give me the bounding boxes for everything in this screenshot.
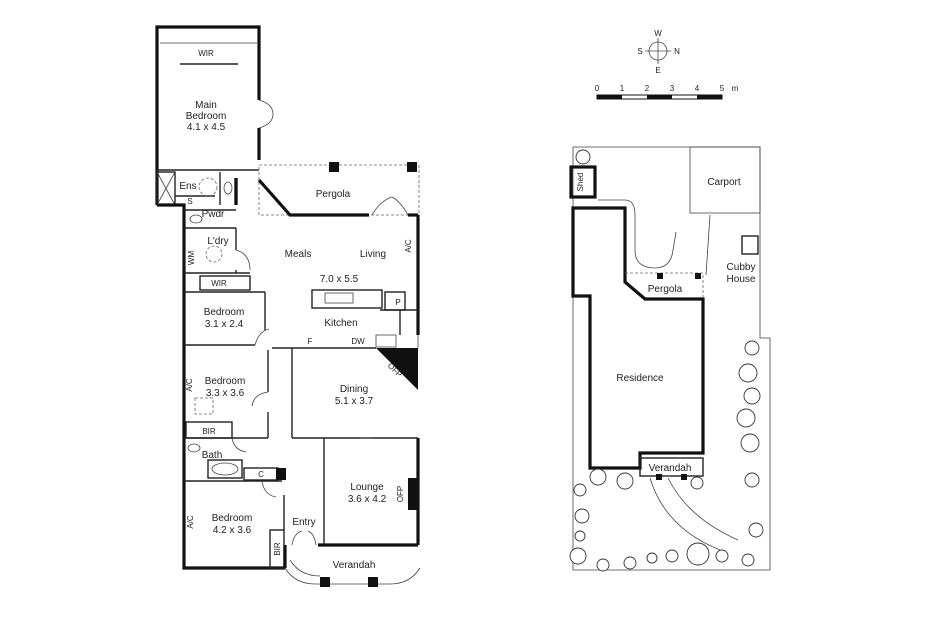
lounge-label: Lounge: [350, 482, 384, 493]
tree-icon: [686, 542, 710, 566]
tree-icon: [574, 508, 590, 524]
scale-tick: 5: [720, 84, 725, 93]
scale-bar: 0 1 2 3 4 5 m: [595, 84, 739, 100]
tree-icon: [741, 553, 755, 567]
pergola-post: [695, 273, 701, 279]
tree-icon: [743, 387, 761, 405]
floor-plan-labels: WIR Main Bedroom 4.1 x 4.5 Ens S Pwdr L'…: [179, 49, 413, 571]
pergola-label: Pergola: [316, 189, 351, 200]
bedroom-2-dims: 3.1 x 2.4: [205, 319, 244, 330]
pergola-post: [407, 162, 417, 172]
tree-icon: [575, 149, 591, 165]
dishwasher-label: DW: [351, 337, 365, 346]
tree-icon: [569, 547, 587, 565]
kitchen-label: Kitchen: [324, 318, 357, 329]
tree-icon: [744, 472, 760, 488]
shed: [569, 165, 597, 199]
main-bedroom-dims: 4.1 x 4.5: [187, 122, 226, 133]
tree-icon: [748, 522, 764, 538]
washing-machine-label: WM: [187, 251, 196, 266]
site-verandah-label: Verandah: [649, 463, 692, 474]
compass-icon: W N S E: [637, 29, 680, 75]
bir-bottom-label: BIR: [273, 542, 282, 556]
tree-icon: [623, 556, 637, 570]
tree-icon: [744, 340, 760, 356]
dining-label: Dining: [340, 384, 368, 395]
bath-label: Bath: [202, 450, 223, 461]
bedroom-2-label: Bedroom: [204, 307, 245, 318]
carport-label: Carport: [707, 177, 741, 188]
verandah-post: [368, 577, 378, 587]
scale-unit: m: [732, 84, 739, 93]
bedroom-4-label: Bedroom: [212, 513, 253, 524]
meals-label: Meals: [285, 249, 312, 260]
scale-tick: 3: [670, 84, 675, 93]
tree-icon: [738, 363, 758, 383]
entry-label: Entry: [292, 517, 315, 528]
pantry-label: P: [395, 298, 400, 307]
compass-w: W: [654, 29, 662, 38]
compass-e: E: [655, 66, 660, 75]
wir-mid-label: WIR: [211, 279, 227, 288]
pergola-post: [329, 162, 339, 172]
ofp-lounge-label: OFP: [396, 486, 405, 502]
cubby-label: Cubby: [727, 262, 756, 273]
main-bedroom-label: Main: [195, 100, 217, 111]
tree-icon: [573, 483, 587, 497]
scale-tick: 1: [620, 84, 625, 93]
cubby-house: [741, 235, 759, 255]
shed-label: Shed: [576, 173, 585, 192]
site-boundary: [572, 146, 771, 571]
cubby-label: House: [727, 274, 756, 285]
ac-bedroom-3-label: A/C: [185, 378, 194, 392]
site-plan: W N S E 0 1 2 3 4 5 m Shed Carport: [569, 29, 771, 572]
bedroom-4-dims: 4.2 x 3.6: [213, 525, 252, 536]
ensuite-label: Ens: [179, 181, 196, 192]
pergola-post: [657, 273, 663, 279]
tree-icon: [646, 552, 658, 564]
residence-outline: [571, 206, 705, 470]
tree-icon: [736, 408, 756, 428]
bedroom-3-dims: 3.3 x 3.6: [206, 388, 245, 399]
ac-bedroom-4-label: A/C: [186, 515, 195, 529]
trees: [569, 149, 764, 572]
tree-icon: [589, 468, 607, 486]
scale-tick: 0: [595, 84, 600, 93]
ac-living-label: A/C: [404, 239, 413, 253]
compass-n: N: [674, 47, 680, 56]
living-dims: 7.0 x 5.5: [320, 274, 359, 285]
living-label: Living: [360, 249, 386, 260]
tree-icon: [574, 530, 586, 542]
bedroom-3-label: Bedroom: [205, 376, 246, 387]
tree-icon: [665, 549, 679, 563]
tree-icon: [690, 476, 704, 490]
cupboard-label: C: [258, 470, 264, 479]
powder-label: Pwdr: [202, 209, 225, 220]
main-bedroom-label: Bedroom: [186, 111, 227, 122]
scale-tick: 2: [645, 84, 650, 93]
main-bedroom-walls: [155, 25, 261, 205]
site-pergola-label: Pergola: [648, 284, 683, 295]
fridge-label: F: [308, 337, 313, 346]
verandah-label: Verandah: [333, 560, 376, 571]
shower-label: S: [187, 197, 192, 206]
residence-label: Residence: [616, 373, 664, 384]
carport: [689, 146, 761, 214]
bir-mid-label: BIR: [202, 427, 216, 436]
tree-icon: [596, 558, 610, 572]
floor-plan: [155, 25, 421, 587]
tree-icon: [616, 472, 634, 490]
scale-tick: 4: [695, 84, 700, 93]
tree-icon: [740, 433, 760, 453]
tree-icon: [715, 549, 729, 563]
verandah-post: [320, 577, 330, 587]
compass-s: S: [637, 47, 642, 56]
lounge-dims: 3.6 x 4.2: [348, 494, 387, 505]
wir-top-label: WIR: [198, 49, 214, 58]
dining-dims: 5.1 x 3.7: [335, 396, 374, 407]
laundry-label: L'dry: [207, 236, 228, 247]
